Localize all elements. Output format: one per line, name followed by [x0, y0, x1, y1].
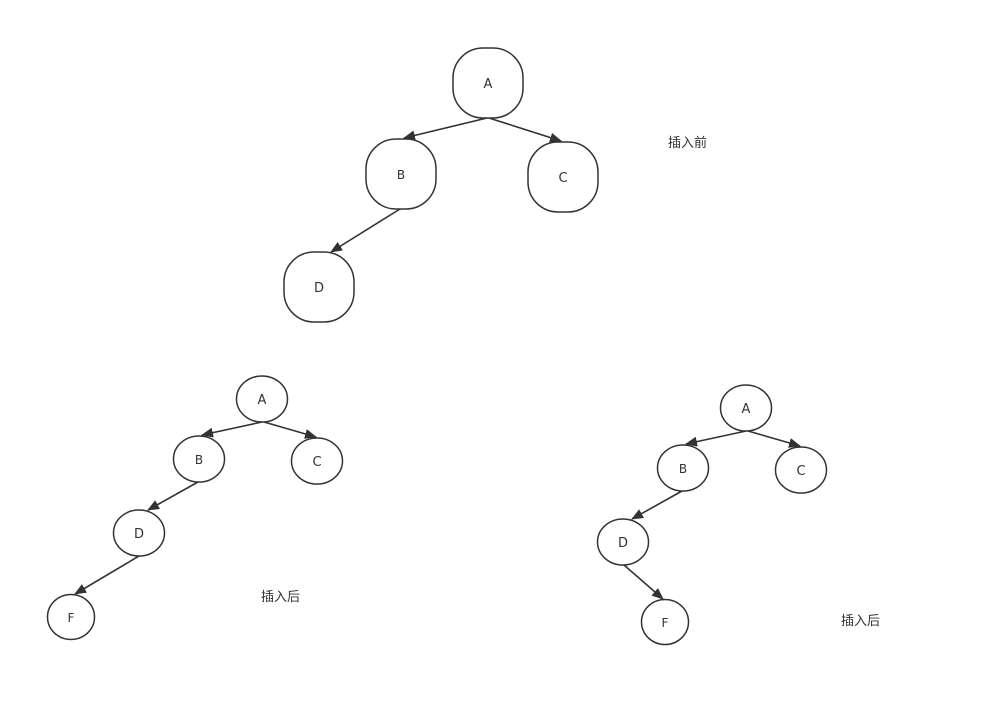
caption-after-insert-right: 插入后: [841, 614, 880, 629]
tree-node-f: F: [640, 598, 690, 646]
tree-node-d: D: [283, 251, 355, 323]
tree-node-b: B: [656, 444, 710, 492]
tree-after-insert-left: A B C D F 插入后: [46, 375, 344, 641]
node-label-b: B: [679, 462, 687, 476]
edge-a-b: [403, 117, 488, 141]
caption-before-insert: 插入前: [668, 135, 707, 151]
edge-a-b: [201, 421, 263, 438]
tree-node-c: C: [527, 141, 599, 213]
node-label-d: D: [134, 527, 144, 542]
tree-before-insert: A B C D 插入前: [283, 47, 707, 323]
tree-node-b: B: [365, 138, 437, 210]
node-label-d: D: [618, 536, 628, 551]
tree-node-b: B: [172, 435, 226, 483]
node-label-f: F: [662, 616, 669, 630]
node-label-b: B: [195, 453, 203, 467]
edge-b-d: [631, 490, 683, 520]
node-label-a: A: [484, 77, 493, 92]
node-label-c: C: [312, 455, 321, 470]
edge-b-d: [147, 481, 199, 511]
edge-d-f: [74, 555, 140, 595]
node-label-d: D: [314, 281, 324, 296]
node-label-a: A: [258, 393, 267, 408]
edge-a-c: [747, 430, 801, 448]
edge-d-f: [623, 564, 664, 600]
tree-node-f: F: [46, 593, 96, 641]
tree-node-c: C: [290, 437, 344, 485]
tree-node-d: D: [112, 509, 166, 557]
node-label-c: C: [796, 464, 805, 479]
edge-a-c: [488, 117, 562, 143]
tree-node-a: A: [452, 47, 524, 119]
node-label-c: C: [558, 171, 567, 186]
tree-after-insert-right: A B C D F 插入后: [596, 384, 880, 646]
tree-node-a: A: [235, 375, 289, 423]
tree-node-a: A: [719, 384, 773, 432]
edge-b-d: [330, 208, 401, 253]
node-label-b: B: [397, 168, 405, 182]
tree-node-d: D: [596, 518, 650, 566]
caption-after-insert-left: 插入后: [261, 590, 300, 605]
node-label-f: F: [68, 611, 75, 625]
edge-a-c: [263, 421, 317, 439]
node-label-a: A: [742, 402, 751, 417]
edge-a-b: [685, 430, 747, 447]
tree-node-c: C: [774, 446, 828, 494]
